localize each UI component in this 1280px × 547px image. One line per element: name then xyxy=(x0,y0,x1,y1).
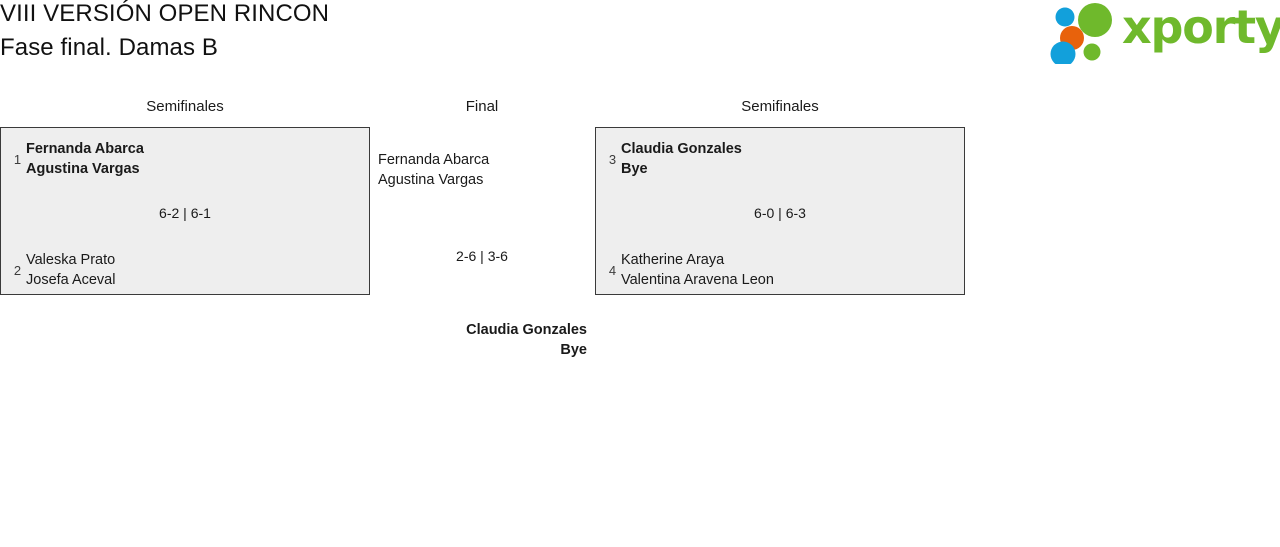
match-semifinal-right[interactable]: 3 Claudia Gonzales Bye 6-0 | 6-3 4 Kathe… xyxy=(595,127,965,295)
tournament-title-block: VIII VERSIÓN OPEN RINCON Fase final. Dam… xyxy=(0,2,329,60)
xporty-logo[interactable]: xporty xyxy=(1048,0,1280,68)
round-header-semifinals-left: Semifinales xyxy=(146,98,224,115)
player-name-2: Valentina Aravena Leon xyxy=(621,271,774,288)
team-names: Valeska Prato Josefa Aceval xyxy=(26,251,115,290)
player-name-2: Josefa Aceval xyxy=(26,271,116,288)
player-name-2: Agustina Vargas xyxy=(26,160,140,177)
seed-number: 3 xyxy=(608,152,617,167)
seed-number: 1 xyxy=(13,152,22,167)
team-names: Claudia Gonzales Bye xyxy=(621,140,742,179)
page-header: VIII VERSIÓN OPEN RINCON Fase final. Dam… xyxy=(0,0,1280,78)
player-name-1: Fernanda Abarca xyxy=(26,141,144,157)
match-score: 6-0 | 6-3 xyxy=(754,205,806,221)
match-competitor-top[interactable]: 1 Fernanda Abarca Agustina Vargas xyxy=(1,140,369,179)
player-name-1: Fernanda Abarca xyxy=(378,152,490,168)
team-names: Fernanda Abarca Agustina Vargas xyxy=(26,140,144,179)
match-competitor-bottom[interactable]: 2 Valeska Prato Josefa Aceval xyxy=(1,251,369,290)
player-name-1: Valeska Prato xyxy=(26,252,116,268)
round-header-final: Final xyxy=(465,98,499,115)
final-match-score: 2-6 | 3-6 xyxy=(456,248,508,264)
match-competitor-bottom[interactable]: 4 Katherine Araya Valentina Aravena Leon xyxy=(596,251,964,290)
player-name-2: Bye xyxy=(621,160,648,177)
match-semifinal-left[interactable]: 1 Fernanda Abarca Agustina Vargas 6-2 | … xyxy=(0,127,370,295)
match-competitor-top[interactable]: 3 Claudia Gonzales Bye xyxy=(596,140,964,179)
player-name-1: Katherine Araya xyxy=(621,252,725,268)
player-name-2: Agustina Vargas xyxy=(378,171,484,188)
seed-number: 4 xyxy=(608,263,617,278)
team-names: Katherine Araya Valentina Aravena Leon xyxy=(621,251,774,290)
player-name-1: Claudia Gonzales xyxy=(466,322,587,338)
tournament-name: VIII VERSIÓN OPEN RINCON xyxy=(0,0,330,27)
final-competitor-bottom[interactable]: Claudia Gonzales Bye xyxy=(387,321,587,360)
round-header-semifinals-right: Semifinales xyxy=(741,98,819,115)
logo-dots-icon xyxy=(1050,3,1112,64)
final-competitor-top[interactable]: Fernanda Abarca Agustina Vargas xyxy=(378,151,489,190)
tournament-phase: Fase final. Damas B xyxy=(0,34,218,61)
player-name-1: Claudia Gonzales xyxy=(621,141,742,157)
match-score: 6-2 | 6-1 xyxy=(159,205,211,221)
seed-number: 2 xyxy=(13,263,22,278)
logo-wordmark: xporty xyxy=(1122,0,1280,54)
player-name-2: Bye xyxy=(560,341,587,358)
